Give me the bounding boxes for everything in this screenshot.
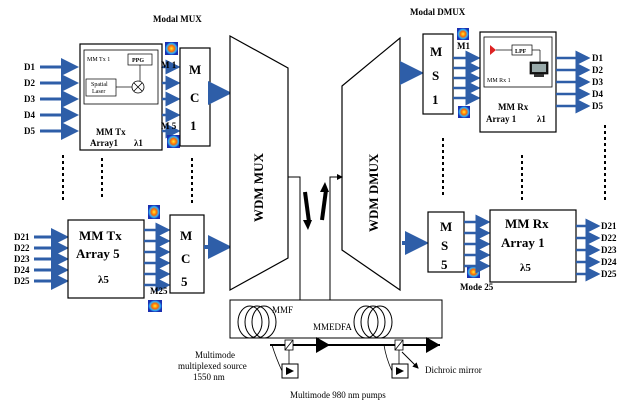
- mc1-label-n: 1: [190, 118, 197, 133]
- output-label-d4: D4: [592, 89, 603, 99]
- modal-mux-title: Modal MUX: [153, 14, 202, 24]
- source-label-line3: 1550 nm: [193, 372, 225, 382]
- mc1-label-m: M: [189, 62, 201, 77]
- output-label-d3: D3: [592, 77, 603, 87]
- input-label-d2: D2: [24, 78, 35, 88]
- pumps-label: Multimode 980 nm pumps: [290, 390, 386, 400]
- wdm-dmux-block: [341, 36, 401, 292]
- ms1-label-m: M: [430, 44, 442, 59]
- rx-array-bottom-label-line2: Array 1: [501, 235, 545, 250]
- source-label-line1: Multimode: [195, 350, 235, 360]
- mmedfa-fiber-spool: [353, 305, 393, 339]
- mm-tx1-label: MM Tx 1: [87, 57, 110, 63]
- lpf-label: LPF: [515, 49, 527, 55]
- mc5-label-n: 5: [181, 274, 188, 289]
- output-label-d25: D25: [601, 269, 617, 279]
- ms5-label-m: M: [440, 219, 452, 234]
- isolator-icon: [316, 337, 330, 353]
- wdm-dmux-label: WDM DMUX: [366, 153, 381, 232]
- tx-array1-label-line2: Array1: [90, 138, 118, 148]
- output-label-d5: D5: [592, 101, 603, 111]
- mm-rx1-label: MM Rx 1: [487, 78, 511, 84]
- demux-mode-label-m1: M1: [457, 41, 470, 51]
- rx-array1-label-line1: MM Rx: [498, 102, 529, 112]
- isolator-icon: [426, 337, 440, 353]
- spatial-laser-box: [85, 78, 117, 97]
- wdm-mux-label: WDM MUX: [251, 152, 266, 222]
- bidirectional-arrow-down: [303, 191, 311, 223]
- mode-splitter-ms5: [427, 211, 465, 273]
- mode-label-m5: M 5: [161, 121, 177, 131]
- output-label-d21: D21: [601, 221, 617, 231]
- input-label-d21: D21: [14, 232, 30, 242]
- ppg-label: PPG: [132, 58, 144, 64]
- mode-profile-icon: [458, 106, 470, 118]
- tx-array5-label-line1: MM Tx: [79, 228, 122, 243]
- output-label-d24: D24: [601, 257, 617, 267]
- mc1-label-c: C: [190, 90, 199, 105]
- dichroic-mirror-label: Dichroic mirror: [425, 365, 482, 375]
- mc5-label-c: C: [181, 251, 190, 266]
- link-frame: [229, 299, 443, 339]
- modal-dmux-title: Modal DMUX: [410, 7, 466, 17]
- tx-bottom-inputs: D21 D22 D23 D24 D25: [14, 228, 69, 290]
- output-label-d1: D1: [592, 53, 603, 63]
- mode-label-m25: M25: [150, 286, 168, 296]
- mode-profile-icon: [167, 135, 180, 148]
- rx-array1-lambda: λ1: [537, 114, 546, 124]
- mode-profile-icon: [467, 266, 480, 278]
- mode-combiner-mc5: [169, 214, 205, 294]
- input-label-d1: D1: [24, 62, 35, 72]
- mode-combiner-mc1: [179, 47, 211, 147]
- laser-label-line1: Spatial: [91, 82, 108, 88]
- rx-array-bottom-lambda: λ5: [520, 262, 531, 274]
- bidirectional-arrow-up: [320, 189, 328, 221]
- mux-output-fiber: [288, 176, 301, 250]
- rx-array1-label-line2: Array 1: [486, 114, 517, 124]
- rx-array-bottom-label-line1: MM Rx: [505, 216, 549, 231]
- laser-label-line2: Laser: [92, 89, 105, 95]
- mode-label-m1: M 1: [161, 60, 177, 70]
- output-label-d23: D23: [601, 245, 617, 255]
- input-label-d4: D4: [24, 110, 35, 120]
- tx-array5-label-line2: Array 5: [76, 246, 120, 261]
- mmf-label: MMF: [272, 305, 293, 315]
- mmedfa-label: MMEDFA: [313, 322, 352, 332]
- input-label-d3: D3: [24, 94, 35, 104]
- tx-array5-lambda: λ5: [98, 274, 109, 286]
- input-label-d25: D25: [14, 276, 30, 286]
- ms5-label-n: 5: [441, 257, 448, 272]
- mm-rx-array-bottom-box: [489, 209, 577, 283]
- dmux-input-fiber: [329, 174, 343, 250]
- input-label-d24: D24: [14, 265, 30, 275]
- ms1-label-s: S: [432, 68, 439, 83]
- mode-splitter-ms1: [422, 33, 454, 115]
- photodiode-icon: [490, 45, 496, 55]
- mode-profile-icon: [148, 205, 160, 219]
- output-label-d2: D2: [592, 65, 603, 75]
- tx-array1-label-line1: MM Tx: [96, 127, 126, 137]
- wdm-mux-block: [229, 34, 289, 292]
- input-label-d23: D23: [14, 254, 30, 264]
- mode-profile-icon: [457, 28, 469, 40]
- input-label-d22: D22: [14, 243, 30, 253]
- input-label-d5: D5: [24, 126, 35, 136]
- ms1-label-n: 1: [432, 92, 439, 107]
- source-label-line2: multiplexed source: [178, 361, 247, 371]
- ms5-label-s: S: [441, 238, 448, 253]
- tx-top-inputs: D1 D2 D3 D4 D5: [24, 58, 79, 140]
- mode-25-label: Mode 25: [460, 282, 494, 292]
- mode-profile-icon: [148, 300, 162, 312]
- dichroic-pointer: [401, 351, 419, 369]
- tx-array1-lambda: λ1: [134, 138, 143, 148]
- mc5-label-m: M: [180, 228, 192, 243]
- output-label-d22: D22: [601, 233, 617, 243]
- mm-tx-array5-box: [67, 219, 145, 299]
- mode-profile-icon: [165, 42, 178, 55]
- mmf-fiber-spool: [237, 305, 277, 339]
